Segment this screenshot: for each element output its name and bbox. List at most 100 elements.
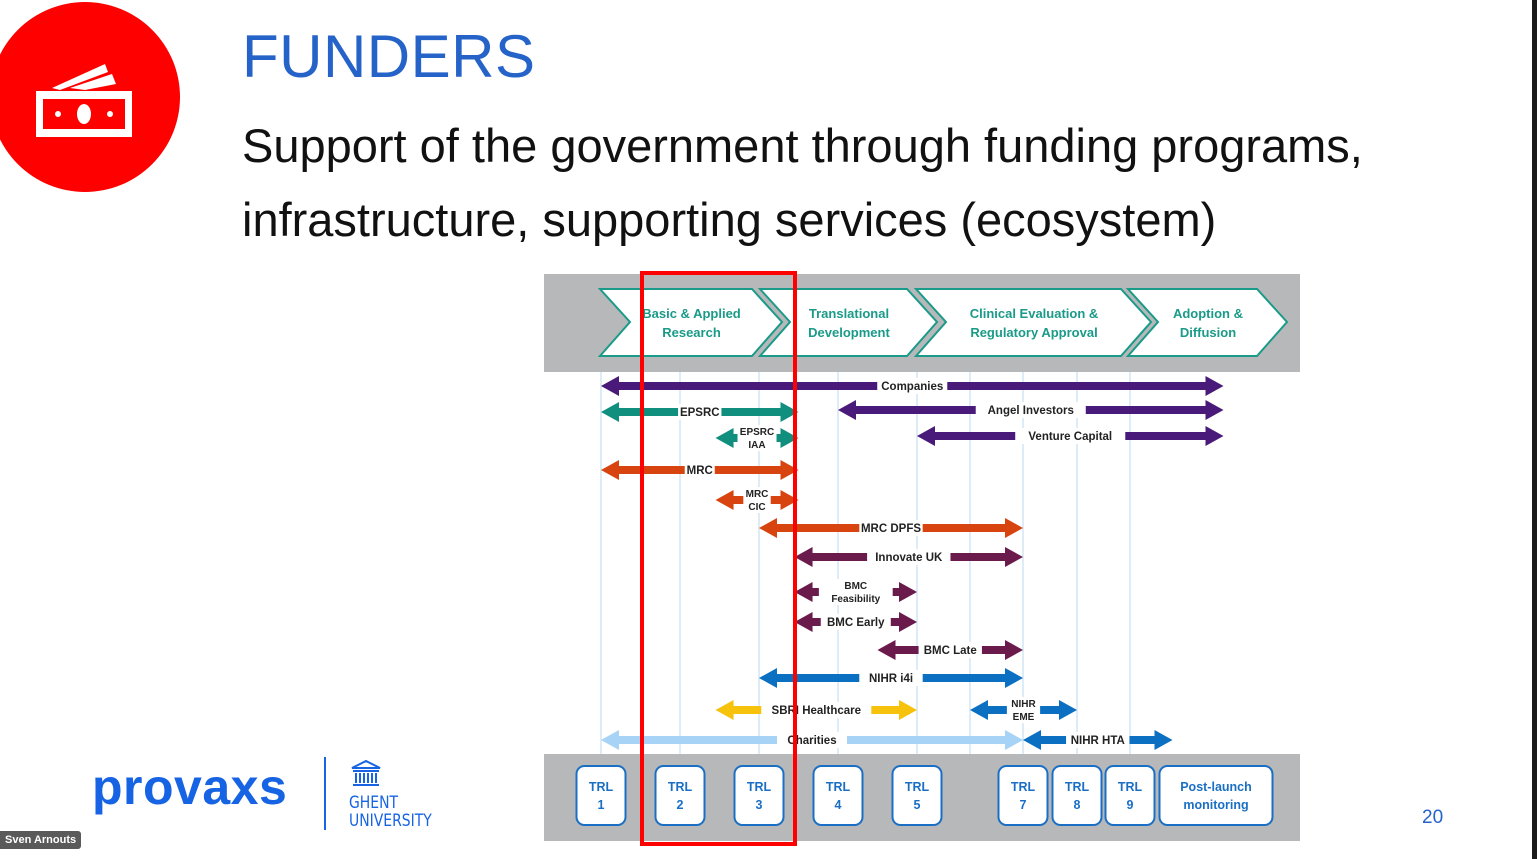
slide-title: FUNDERS (242, 23, 536, 90)
university-building-icon (351, 760, 381, 786)
trl-label-line1: Post-launch (1180, 780, 1252, 794)
trl-label-line2: 5 (914, 798, 921, 812)
funder-label: Feasibility (831, 594, 880, 605)
funding-landscape-diagram: Basic & AppliedResearchTranslationalDeve… (544, 274, 1300, 841)
funder-label: Venture Capital (1028, 431, 1112, 443)
trl-label-line2: monitoring (1183, 798, 1248, 812)
funder-arrow-epsrc: EPSRC (601, 402, 799, 422)
funder-label: BMC Late (924, 645, 977, 657)
trl-box-monitoring: Post-launch monitoring (1158, 765, 1274, 826)
logo-divider (324, 757, 326, 830)
slide-subtitle-line2: infrastructure, supporting services (eco… (242, 193, 1217, 246)
arrow-label-bg (678, 404, 722, 420)
arrow-label-bg (859, 520, 923, 536)
funder-label: NIHR i4i (869, 673, 913, 685)
stage-label-line2: Development (808, 325, 890, 340)
stage-label-line1: Translational (809, 306, 889, 321)
funder-arrow-companies: Companies (601, 376, 1224, 396)
trl-label-line1: TRL (1065, 780, 1090, 794)
arrow-label-bg (975, 402, 1086, 418)
funder-arrow-bmc-late: BMC Late (877, 640, 1023, 660)
ghent-university-line1: GHENT (349, 793, 399, 813)
arrow-label-bg (918, 642, 982, 658)
trl-label-line2: 8 (1074, 798, 1081, 812)
trl-box-1: TRL 1 (575, 765, 627, 826)
trl-label-line2: 4 (835, 798, 842, 812)
trl-box-4: TRL 4 (812, 765, 864, 826)
trl-label-line1: TRL (589, 780, 614, 794)
trl-label-line2: 2 (677, 798, 684, 812)
trl-box-9: TRL 9 (1104, 765, 1156, 826)
funder-arrow-mrc-cic: MRC CIC (715, 487, 799, 513)
funder-arrow-nihr-hta: NIHR HTA (1023, 730, 1173, 750)
arrow-label-bg (1006, 697, 1041, 723)
funder-label: EPSRC (740, 427, 774, 438)
funder-label: BMC Early (827, 617, 885, 629)
funder-arrow-mrc: MRC (601, 460, 799, 480)
funder-label: MRC (746, 489, 769, 500)
funder-label: Companies (881, 381, 943, 393)
arrow-label-bg (684, 462, 715, 478)
trl-label-line1: TRL (1118, 780, 1143, 794)
trl-label-line1: TRL (1011, 780, 1036, 794)
stage-label-line1: Adoption & (1173, 306, 1243, 321)
funder-label: Innovate UK (875, 552, 943, 564)
ghent-university-line2: UNIVERSITY (349, 811, 432, 831)
slide-subtitle-line1: Support of the government through fundin… (242, 119, 1363, 172)
trl-label-line2: 1 (598, 798, 605, 812)
funder-arrow-nihr-eme: NIHR EME (970, 697, 1077, 723)
highlight-box-trl-2-3 (640, 271, 797, 846)
arrow-label-bg (877, 378, 948, 394)
presenter-name-tag: Sven Arnouts (0, 831, 82, 849)
provaxs-logo: provaxs (92, 759, 288, 815)
trl-label-line1: TRL (905, 780, 930, 794)
trl-label-line2: 9 (1127, 798, 1134, 812)
funder-arrow-innovate-uk: Innovate UK (794, 547, 1023, 567)
trl-box-8: TRL 8 (1051, 765, 1103, 826)
arrow-label-bg (867, 549, 951, 565)
funder-arrow-mrc-dpfs: MRC DPFS (759, 518, 1023, 538)
funder-label: CIC (748, 502, 765, 513)
funder-arrow-venture-capital: Venture Capital (917, 426, 1224, 446)
money-bills-icon (36, 64, 132, 137)
trl-label-line2: 7 (1020, 798, 1027, 812)
funder-label: NIHR HTA (1071, 735, 1125, 747)
page-number: 20 (1422, 807, 1444, 828)
stage-label-line1: Clinical Evaluation & (970, 306, 1099, 321)
trl-label-line1: TRL (826, 780, 851, 794)
trl-box-7: TRL 7 (997, 765, 1049, 826)
trl-label-line1: TRL (747, 780, 772, 794)
trl-box-3: TRL 3 (733, 765, 785, 826)
trl-box-5: TRL 5 (891, 765, 943, 826)
arrow-label-bg (1015, 428, 1126, 444)
funder-arrow-angel-investors: Angel Investors (838, 400, 1224, 420)
funder-label: EPSRC (680, 407, 720, 419)
arrow-label-bg (737, 425, 777, 451)
arrow-label-bg (820, 614, 891, 630)
arrow-label-bg (761, 702, 872, 718)
funder-arrow-nihr-i4i: NIHR i4i (759, 668, 1023, 688)
arrow-label-bg (859, 670, 923, 686)
trl-label-line2: 3 (756, 798, 763, 812)
arrow-label-bg (818, 579, 893, 605)
trl-label-line1: TRL (668, 780, 693, 794)
funder-label: MRC (687, 465, 713, 477)
funder-label: IAA (748, 440, 765, 451)
funder-label: EME (1013, 712, 1035, 723)
window-edge (1532, 0, 1537, 859)
stage-chevron: Clinical Evaluation & Regulatory Approval (913, 288, 1153, 357)
stage-label-line2: Regulatory Approval (970, 325, 1097, 340)
funder-label: NIHR (1011, 699, 1036, 710)
funders-icon-badge (0, 2, 180, 192)
stage-label-line2: Diffusion (1180, 325, 1236, 340)
trl-box-2: TRL 2 (654, 765, 706, 826)
arrow-label-bg (1066, 732, 1130, 748)
stage-label-line2: Research (662, 325, 721, 340)
stage-chevron: Adoption & Diffusion (1125, 288, 1289, 357)
funder-label: Angel Investors (988, 405, 1074, 417)
stage-label-line1: Basic & Applied (642, 306, 741, 321)
funder-arrow-bmc-early: BMC Early (794, 612, 917, 632)
